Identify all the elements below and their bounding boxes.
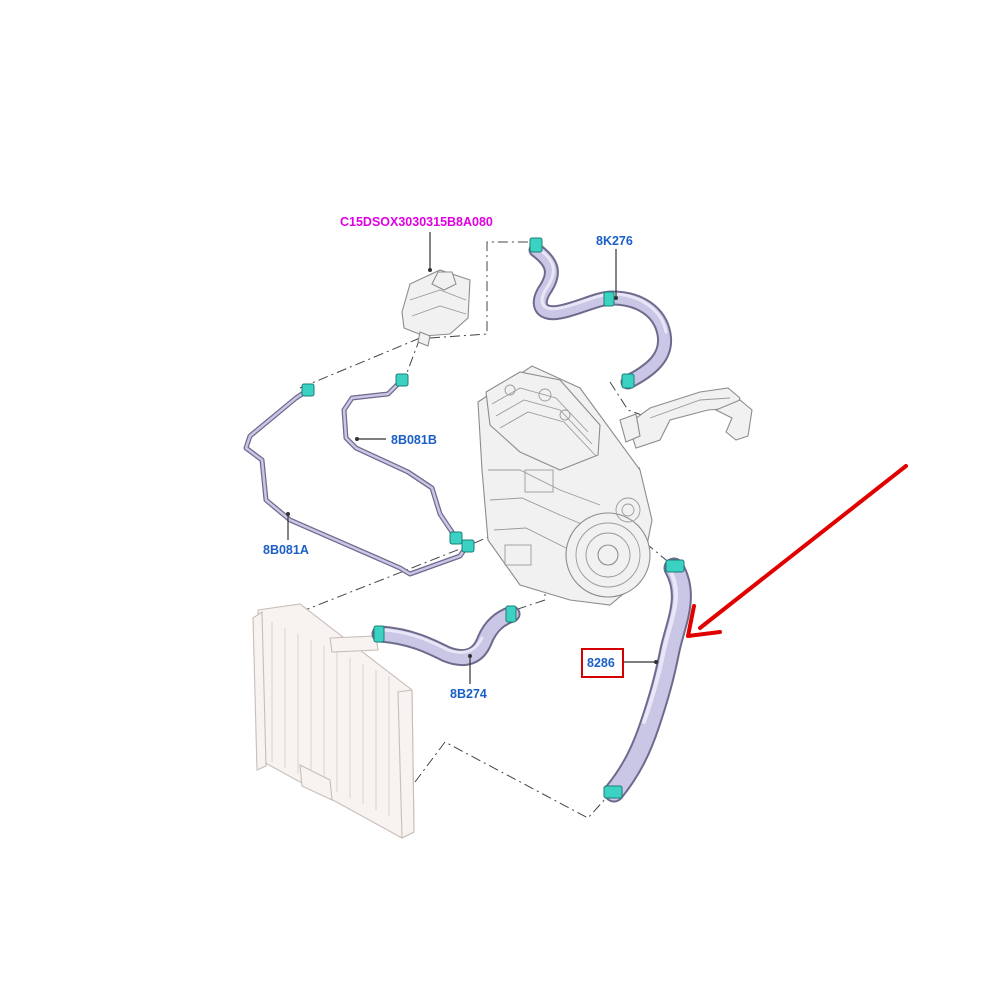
coolant-reservoir: [401, 269, 471, 347]
hose-8b081a: [243, 387, 471, 577]
thermostat-housing: [619, 387, 753, 449]
clamp-icon: [505, 605, 517, 623]
clamp-icon: [461, 539, 475, 553]
red-arrow-icon: [686, 464, 908, 638]
clamp-icon: [603, 785, 623, 799]
callout-labels: C15DSOX3030315B8A080 8K276 8B081B 8B081A…: [263, 215, 633, 701]
reservoir-part-code: C15DSOX3030315B8A080: [340, 215, 493, 229]
hose-8k276: [528, 242, 673, 390]
clamp-icon: [373, 625, 385, 643]
clamp-icon: [603, 291, 615, 307]
callout-leader-lines: [286, 232, 658, 684]
clamp-icon: [449, 531, 463, 545]
engine-block: [477, 365, 653, 606]
clamp-icon: [301, 383, 315, 397]
label-8b274: 8B274: [450, 687, 487, 701]
label-8286: 8286: [587, 656, 615, 670]
clamp-icon: [529, 237, 543, 253]
radiator-fins: [271, 622, 390, 816]
clamp-icon: [665, 559, 685, 573]
hose-clamps: [301, 237, 685, 799]
clamp-icon: [621, 373, 635, 389]
label-8b081a: 8B081A: [263, 543, 309, 557]
highlight-box: [581, 648, 624, 678]
clamp-icon: [395, 373, 409, 387]
hose-8286: [603, 557, 692, 803]
radiator: [252, 603, 415, 839]
hose-8b081b: [341, 379, 459, 541]
hose-8b274: [371, 605, 521, 666]
label-8k276: 8K276: [596, 234, 633, 248]
label-8b081b: 8B081B: [391, 433, 437, 447]
